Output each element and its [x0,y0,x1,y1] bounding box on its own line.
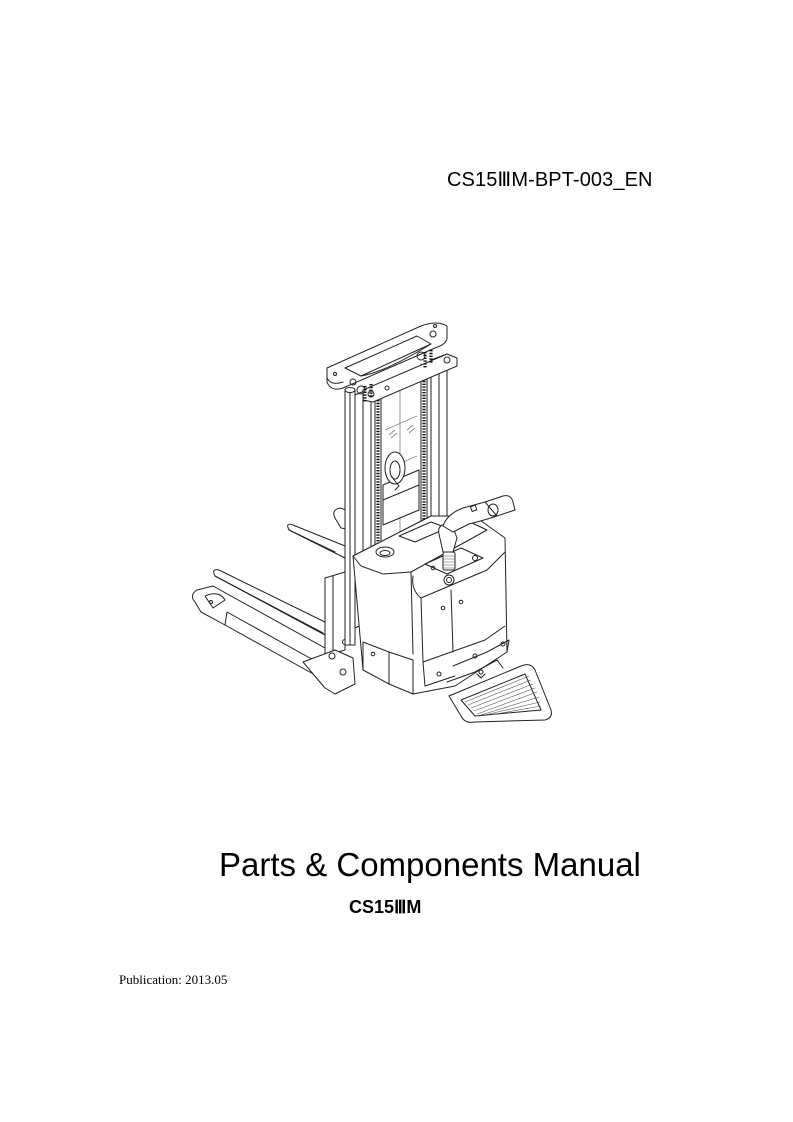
manual-title: Parts & Components Manual [219,846,641,883]
document-code: CS15ⅢM-BPT-003_EN [447,169,653,191]
publication-date: Publication: 2013.05 [119,972,228,987]
model-name: CS15ⅢM [349,897,422,917]
stacker-illustration [185,290,565,740]
forklift-stacker-icon [191,322,552,723]
